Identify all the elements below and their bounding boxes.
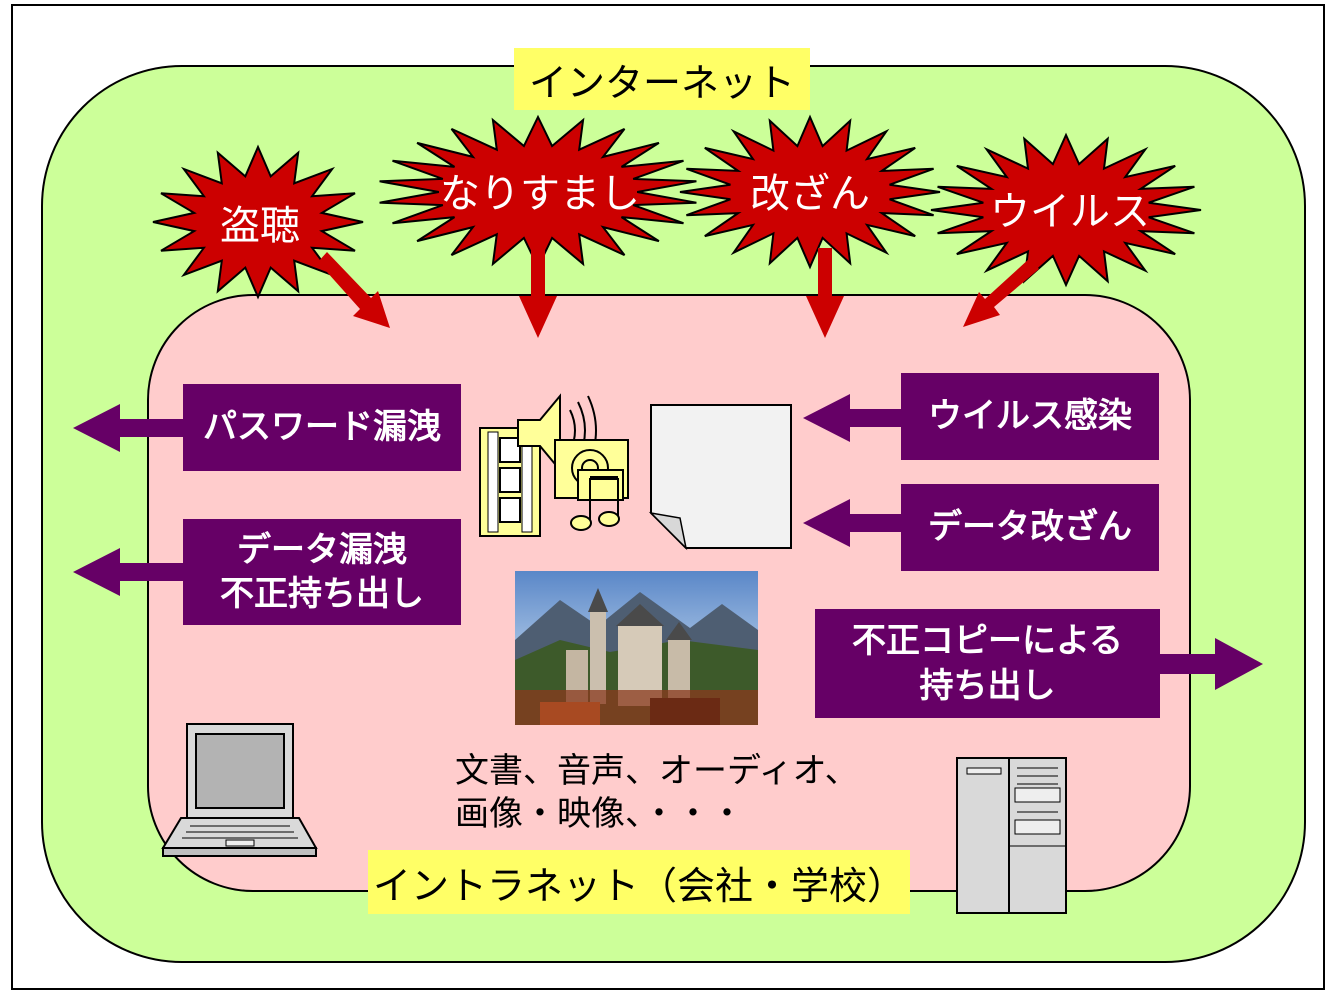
laptop-icon xyxy=(161,723,318,857)
threat-arrow-eavesdrop xyxy=(318,252,390,328)
data-tampering-box: データ改ざん xyxy=(901,484,1159,571)
intranet-label: イントラネット（会社・学校） xyxy=(368,850,910,914)
media-caption-line2: 画像・映像、・・・ xyxy=(455,793,744,834)
burst-virus xyxy=(930,132,1202,288)
internet-label: インターネット xyxy=(514,48,810,110)
threat-label-virus: ウイルス xyxy=(990,189,1150,235)
media-caption: 文書、音声、オーディオ、 画像・映像、・・・ xyxy=(455,750,859,835)
arrow-data-tampering xyxy=(803,499,903,547)
threat-label-tampering: 改ざん xyxy=(750,171,870,217)
threat-arrows xyxy=(318,248,1039,338)
arrow-data-leak xyxy=(73,548,185,596)
arrow-illegal-copy xyxy=(1158,638,1263,690)
document-icon xyxy=(648,404,792,551)
threat-arrow-spoofing xyxy=(519,248,557,338)
virus-infection-box: ウイルス感染 xyxy=(901,373,1159,460)
threat-label-eavesdrop: 盗聴 xyxy=(220,203,300,249)
threat-bursts xyxy=(152,114,1202,300)
castle-photo xyxy=(515,571,758,725)
outflow-arrows xyxy=(73,404,1263,690)
illegal-copy-box: 不正コピーによる 持ち出し xyxy=(815,609,1160,718)
media-caption-line1: 文書、音声、オーディオ、 xyxy=(455,751,859,791)
inflow-arrows xyxy=(803,394,903,547)
threat-label-spoofing: なりすまし xyxy=(440,171,640,217)
burst-tampering xyxy=(679,114,941,270)
burst-eavesdrop xyxy=(152,144,364,300)
threat-arrow-virus xyxy=(963,258,1039,327)
multimedia-icon xyxy=(479,393,629,537)
server-icon xyxy=(956,757,1067,914)
data-leak-box: データ漏洩 不正持ち出し xyxy=(183,519,461,625)
threat-arrow-tampering xyxy=(806,248,844,338)
arrow-password-leak xyxy=(73,404,185,452)
diagram-frame xyxy=(11,4,1325,990)
arrow-virus-infection xyxy=(803,394,903,442)
password-leak-box: パスワード漏洩 xyxy=(183,384,461,471)
